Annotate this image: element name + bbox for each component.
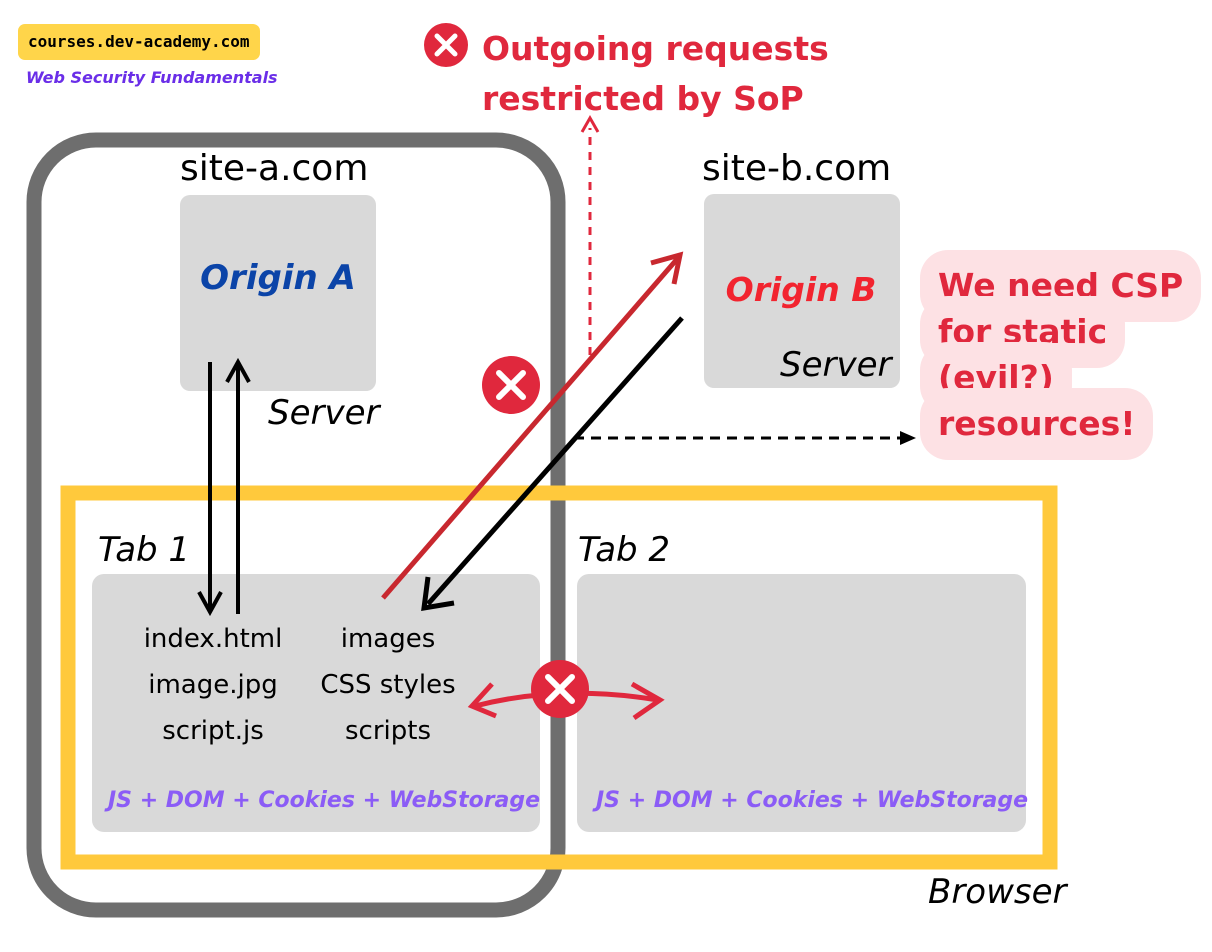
- resource-scripts: scripts: [345, 716, 431, 746]
- server-a-label: Server: [268, 393, 380, 433]
- csp-note-line-4: resources!: [920, 388, 1154, 460]
- browser-label: Browser: [928, 872, 1067, 912]
- site-a-domain: site-a.com: [180, 148, 369, 189]
- blocked-x-icon: [482, 356, 540, 414]
- server-a-box: [180, 195, 376, 391]
- course-name: Web Security Fundamentals: [26, 68, 278, 87]
- tab-1-panel: [92, 574, 540, 832]
- note-pointer-dashed-arrow: [574, 431, 916, 445]
- site-b-domain: site-b.com: [702, 148, 892, 189]
- tab-1-label: Tab 1: [98, 530, 191, 570]
- sop-warning-line-2: restricted by SoP: [482, 79, 804, 118]
- blocked-outgoing-dashed-arrow: [580, 114, 600, 355]
- server-b-box: [704, 194, 900, 388]
- tab-1-external-resources: images CSS styles scripts: [308, 616, 468, 754]
- file-script-js: script.js: [162, 716, 264, 746]
- course-url-badge: courses.dev-academy.com: [18, 24, 260, 60]
- origin-a-label: Origin A: [200, 258, 356, 298]
- tab-2-label: Tab 2: [578, 530, 671, 570]
- resource-images: images: [340, 624, 436, 654]
- blocked-x-icon: [424, 23, 468, 67]
- sop-warning-title: Outgoing requests restricted by SoP: [482, 24, 829, 124]
- sop-warning-line-1: Outgoing requests: [482, 29, 829, 68]
- origin-b-label: Origin B: [725, 270, 877, 309]
- resource-css-styles: CSS styles: [320, 670, 456, 700]
- tab-1-api-footer: JS + DOM + Cookies + WebStorage: [108, 788, 541, 813]
- file-image-jpg: image.jpg: [148, 670, 278, 700]
- file-index-html: index.html: [143, 624, 283, 654]
- tab-2-api-footer: JS + DOM + Cookies + WebStorage: [596, 788, 1029, 813]
- server-b-label: Server: [780, 345, 892, 385]
- tab-1-own-files: index.html image.jpg script.js: [130, 616, 296, 754]
